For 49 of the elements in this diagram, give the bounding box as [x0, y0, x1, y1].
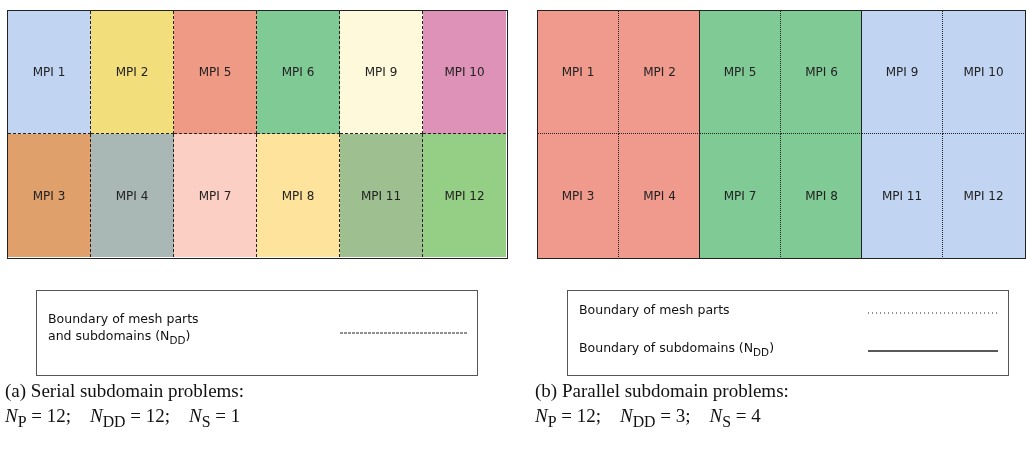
legend-label: Boundary of mesh parts and subdomains (N$_{DD}$): [48, 311, 200, 347]
cell-label: MPI 8: [805, 188, 838, 203]
subdomain-box: [699, 10, 864, 259]
caption-text: N$_{P}$ = 12; N$_{DD}$ = 3; N$_{S}$ = 4: [535, 405, 761, 431]
cell-label: MPI 10: [963, 65, 1004, 79]
cell-label: MPI 1: [561, 65, 595, 79]
caption-text: (a) Serial subdomain problems:: [5, 380, 245, 402]
cell-label: MPI 4: [115, 188, 149, 203]
caption-text: (b) Parallel subdomain problems:: [535, 380, 789, 402]
cell-label: MPI 10: [444, 65, 485, 79]
cell-label: MPI 4: [643, 188, 676, 203]
mesh-part-cell: [257, 11, 340, 134]
mesh-part-cell: [257, 134, 340, 257]
cell-label: MPI 9: [885, 65, 919, 79]
cell-label: MPI 11: [881, 188, 923, 203]
mesh-part-cell: [8, 134, 91, 257]
mesh-part-cell: [862, 11, 943, 134]
mesh-part-cell: [91, 11, 174, 134]
subdomain-box: [861, 10, 1026, 259]
mesh-part-cell: [538, 11, 619, 134]
mesh-part-cell: [174, 134, 257, 257]
cell-label: MPI 8: [281, 188, 315, 203]
mesh-part-cell: [8, 11, 91, 134]
mesh-part-cell: [174, 11, 257, 134]
cell-label: MPI 1: [32, 65, 66, 79]
cell-label: MPI 5: [198, 65, 232, 79]
legend-label: Boundary of subdomains (N$_{DD}$): [579, 340, 775, 359]
cell-label: MPI 11: [360, 188, 402, 203]
subdomain-box: [537, 10, 702, 259]
mesh-part-cell: [340, 134, 423, 257]
cell-label: MPI 5: [723, 65, 757, 79]
cell-label: MPI 3: [32, 188, 66, 203]
legend-label: Boundary of mesh parts: [579, 302, 731, 319]
cell-label: MPI 3: [561, 188, 595, 203]
cell-label: MPI 7: [723, 188, 757, 203]
mesh-part-cell: [340, 11, 423, 134]
cell-label: MPI 12: [963, 188, 1004, 203]
cell-label: MPI 7: [198, 188, 232, 203]
cell-label: MPI 2: [643, 65, 676, 79]
mesh-part-cell: [423, 134, 506, 257]
caption-text: N$_{P}$ = 12; N$_{DD}$ = 12; N$_{S}$ = 1: [5, 405, 241, 431]
cell-label: MPI 9: [364, 65, 398, 79]
mesh-part-cell: [423, 11, 506, 134]
cell-label: MPI 6: [805, 65, 838, 79]
cell-label: MPI 12: [444, 188, 485, 203]
cell-label: MPI 2: [115, 65, 149, 79]
mesh-part-cell: [91, 134, 174, 257]
mesh-part-cell: [700, 11, 781, 134]
cell-label: MPI 6: [281, 65, 315, 79]
